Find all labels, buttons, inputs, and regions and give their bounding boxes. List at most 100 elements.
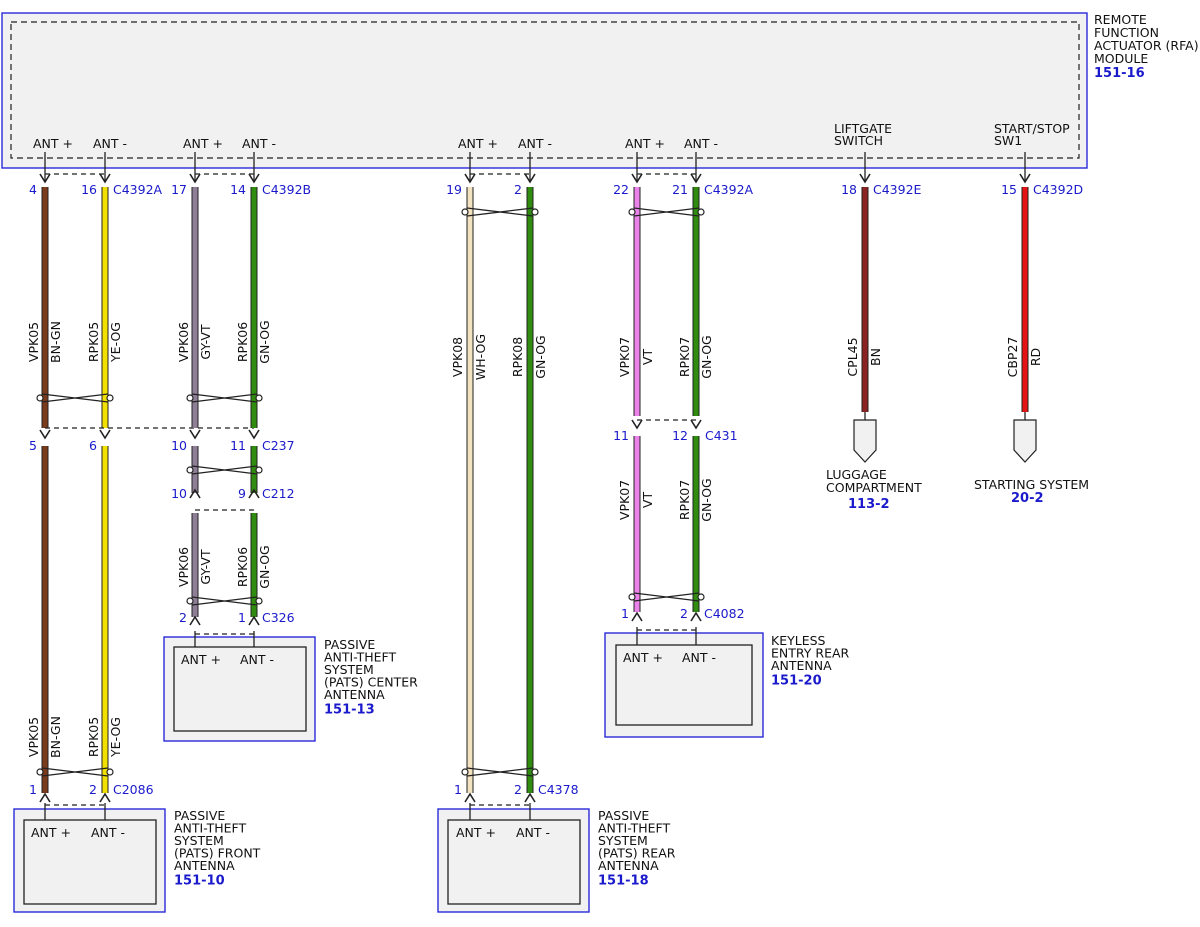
twist-vpk07-lower-end-right: [697, 593, 705, 601]
twist-vpk08-lower: [466, 767, 534, 777]
connector-pin-number: 4: [29, 182, 37, 197]
connector-name: C4392B: [262, 182, 311, 197]
connector-pin-number: 17: [171, 182, 187, 197]
connector-name: C4392A: [113, 182, 163, 197]
antenna-label-line-rear: SYSTEM: [598, 833, 648, 848]
antenna-label-line-center: (PATS) CENTER: [324, 675, 418, 690]
wire-color-label: BN-GN: [48, 716, 63, 758]
antenna-ref-center: 151-13: [324, 703, 375, 718]
luggage-destination-arrow: [853, 419, 877, 463]
antenna-pin-label: ANT -: [240, 652, 274, 667]
wire-color-label: YE-OG: [108, 322, 123, 363]
twist-vpk07-lower-end-left: [628, 593, 636, 601]
connector-pin-number: 19: [446, 182, 462, 197]
connector-name: C431: [705, 428, 738, 443]
wire-circuit-label: RPK07: [677, 337, 692, 377]
wire-circuit-label: RPK06: [235, 547, 250, 587]
connector-pin-number: 2: [89, 782, 97, 797]
wire-circuit-label: RPK06: [235, 322, 250, 362]
antenna-label-line-front: ANTENNA: [174, 858, 235, 873]
antenna-pin-label: ANT +: [456, 825, 496, 840]
antenna-label-line-front: ANTI-THEFT: [174, 821, 246, 836]
connector-pin-number: 2: [680, 606, 688, 621]
wire-circuit-label: RPK08: [510, 337, 525, 377]
module-pin-label: ANT -: [518, 136, 552, 151]
antenna-pin-label: ANT -: [682, 650, 716, 665]
starting-destination-arrow: [1013, 419, 1037, 463]
wire-circuit-label: CPL45: [845, 337, 860, 376]
connector-pin-number: 14: [230, 182, 246, 197]
module-pin-label: ANT -: [93, 136, 127, 151]
connector-name: C212: [262, 486, 295, 501]
antenna-label-line-center: PASSIVE: [324, 637, 375, 652]
connector-pin-number: 21: [672, 182, 688, 197]
twist-vpk05-lower-end-right: [106, 768, 114, 776]
twist-vpk06-end-left: [186, 394, 194, 402]
antenna-pin-label: ANT +: [623, 650, 663, 665]
twist-vpk08-end-left: [461, 208, 469, 216]
module-pin-label: SW1: [994, 133, 1022, 148]
antenna-label-line-keyless: KEYLESS: [771, 633, 826, 648]
module-pin-label: LIFTGATE: [834, 121, 892, 136]
module-pin-label: ANT +: [458, 136, 498, 151]
twist-vpk08: [466, 207, 534, 217]
wire-color-label: VT: [640, 492, 655, 509]
antenna-label-line-front: PASSIVE: [174, 808, 225, 823]
antenna-label-line-front: (PATS) FRONT: [174, 846, 261, 861]
c237-arrow: [99, 429, 111, 440]
module-name-line: MODULE: [1094, 51, 1148, 66]
connector-name: C237: [262, 438, 295, 453]
wire-color-label: BN-GN: [48, 321, 63, 363]
twist-vpk07: [633, 207, 700, 217]
module-pin-label: ANT -: [242, 136, 276, 151]
antenna-label-line-center: ANTI-THEFT: [324, 650, 396, 665]
connector-pin-number: 1: [621, 606, 629, 621]
twist-vpk07-lower: [633, 592, 700, 602]
connector-pin-number: 9: [238, 486, 246, 501]
twist-vpk08-lower-end-right: [531, 768, 539, 776]
wire-circuit-label: VPK07: [617, 480, 632, 520]
twist-vpk06-lower: [191, 596, 258, 606]
twist-vpk05-end-right: [106, 394, 114, 402]
c2086-arrow: [39, 792, 51, 803]
module-ref: 151-16: [1094, 66, 1145, 81]
twist-vpk06-mid-end-right: [255, 466, 263, 474]
twist-vpk06-mid-end-left: [186, 466, 194, 474]
connector-pin-number: 2: [179, 610, 187, 625]
connector-name: C4392E: [873, 182, 922, 197]
antenna-label-line-rear: ANTI-THEFT: [598, 821, 670, 836]
connector-pin-number: 11: [230, 438, 246, 453]
twist-vpk05-lower-end-left: [36, 768, 44, 776]
antenna-label-line-rear: PASSIVE: [598, 808, 649, 823]
connector-name: C4082: [704, 606, 745, 621]
wire-circuit-label: VPK05: [26, 322, 41, 362]
antenna-pin-label: ANT -: [91, 825, 125, 840]
antenna-ref-rear: 151-18: [598, 874, 649, 889]
module-pin-label: ANT +: [33, 136, 73, 151]
wire-color-label: BN: [868, 348, 883, 366]
connector-pin-number: 15: [1001, 182, 1017, 197]
wire-circuit-label: RPK07: [677, 480, 692, 520]
module-pin-label: SWITCH: [834, 133, 883, 148]
connector-pin-number: 16: [81, 182, 97, 197]
c212-arrow: [248, 488, 260, 499]
connector-pin-number: 22: [613, 182, 629, 197]
antenna-pin-label: ANT -: [516, 825, 550, 840]
c4082-arrow: [631, 611, 643, 622]
module-name-line: ACTUATOR (RFA): [1094, 38, 1199, 53]
c326-arrow: [189, 615, 201, 626]
connector-pin-number: 1: [29, 782, 37, 797]
twist-vpk06: [191, 393, 258, 403]
antenna-label-line-front: SYSTEM: [174, 833, 224, 848]
twist-vpk07-end-right: [697, 208, 705, 216]
c2086-arrow: [99, 792, 111, 803]
twist-vpk06-lower-end-left: [186, 597, 194, 605]
luggage-label-line: LUGGAGE: [826, 467, 887, 482]
twist-vpk08-end-right: [531, 208, 539, 216]
wire-circuit-label: RPK05: [86, 717, 101, 757]
antenna-inner-front: [23, 819, 157, 905]
wire-circuit-label: RPK05: [86, 322, 101, 362]
antenna-ref-keyless: 151-20: [771, 674, 822, 689]
